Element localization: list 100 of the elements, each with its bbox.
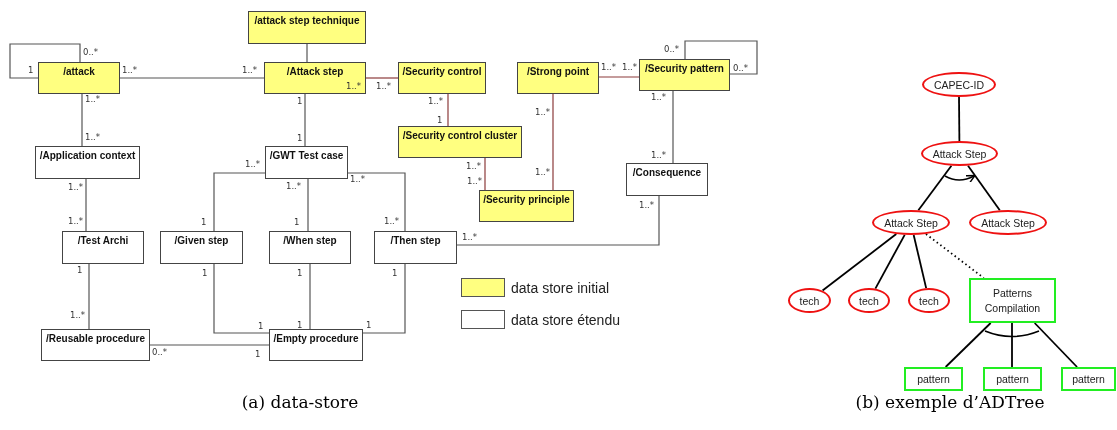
multiplicity: 1..* — [651, 151, 667, 160]
connector-line — [309, 263, 311, 330]
connector-line — [149, 344, 270, 346]
multiplicity: 1..* — [350, 175, 366, 184]
multiplicity: 1..* — [245, 160, 261, 169]
multiplicity: 1..* — [70, 311, 86, 320]
connector-line — [362, 263, 406, 334]
multiplicity: 1 — [202, 269, 208, 278]
connector-line — [672, 90, 674, 164]
class-box: /Reusable procedure — [41, 329, 150, 361]
class-box: /Security principle — [479, 190, 574, 222]
connector-line — [456, 195, 660, 246]
connector-line — [365, 77, 399, 79]
multiplicity: 1 — [392, 269, 398, 278]
multiplicity: 1 — [437, 116, 443, 125]
multiplicity: 1..* — [68, 217, 84, 226]
node-ellipse: Attack Step — [969, 210, 1047, 235]
class-box: /Strong point — [517, 62, 599, 94]
multiplicity: 1 — [258, 322, 264, 331]
class-box: /Empty procedure — [269, 329, 363, 361]
multiplicity: 1 — [77, 266, 83, 275]
multiplicity: 1..* — [651, 93, 667, 102]
multiplicity: 0..* — [733, 64, 749, 73]
connector-line — [9, 43, 81, 79]
class-box: /Consequence — [626, 163, 708, 196]
connector-line — [213, 263, 270, 334]
node-ellipse: Attack Step — [872, 210, 950, 235]
connector-line — [484, 157, 486, 191]
connector-line — [912, 234, 928, 289]
multiplicity: 0..* — [664, 45, 680, 54]
node-ellipse: CAPEC-ID — [922, 72, 996, 97]
multiplicity: 1..* — [535, 168, 551, 177]
connector-line — [447, 93, 449, 127]
connector-line — [306, 43, 308, 63]
multiplicity: 1 — [201, 218, 207, 227]
multiplicity: 0..* — [152, 348, 168, 357]
multiplicity: 1..* — [286, 182, 302, 191]
connector-line — [347, 172, 406, 232]
multiplicity: 1 — [297, 321, 303, 330]
multiplicity: 1..* — [428, 97, 444, 106]
connector-line — [684, 40, 758, 75]
class-box: /Then step — [374, 231, 457, 264]
multiplicity: 1..* — [462, 233, 478, 242]
multiplicity: 1..* — [122, 66, 138, 75]
connector-line — [213, 172, 266, 232]
multiplicity: 1..* — [639, 201, 655, 210]
multiplicity: 1 — [297, 269, 303, 278]
multiplicity: 1..* — [467, 177, 483, 186]
legend-label: data store initial — [511, 281, 610, 295]
pattern-box: Patterns Compilation — [969, 278, 1056, 323]
connector-line — [598, 76, 640, 78]
pattern-box: pattern — [1061, 367, 1116, 391]
class-box: /Security pattern — [639, 59, 730, 91]
node-ellipse: tech — [788, 288, 831, 313]
multiplicity: 1 — [255, 350, 261, 359]
connector-line — [85, 178, 87, 232]
multiplicity: 1..* — [242, 66, 258, 75]
multiplicity: 1 — [28, 66, 34, 75]
caption: (b) exemple d’ADTree — [855, 394, 1045, 411]
multiplicity: 1..* — [85, 133, 101, 142]
class-box: /Security control cluster — [398, 126, 522, 158]
multiplicity: 1..* — [622, 63, 638, 72]
connector-line — [874, 233, 906, 290]
multiplicity: 1..* — [85, 95, 101, 104]
connector-line — [917, 164, 953, 212]
pattern-box: pattern — [904, 367, 963, 391]
multiplicity: 1..* — [68, 183, 84, 192]
caption: (a) data-store — [241, 394, 359, 411]
class-box: /attack step technique — [248, 11, 366, 44]
multiplicity: 1..* — [601, 63, 617, 72]
class-box: /Application context — [35, 146, 140, 179]
class-box: /Test Archi — [62, 231, 144, 264]
connector-line — [967, 164, 1001, 212]
multiplicity: 1..* — [346, 82, 362, 91]
class-box: /Security control — [398, 62, 486, 94]
connector-line — [958, 96, 961, 142]
multiplicity: 1..* — [535, 108, 551, 117]
class-box: /GWT Test case — [265, 146, 348, 179]
node-ellipse: tech — [908, 288, 950, 313]
multiplicity: 1..* — [384, 217, 400, 226]
legend-label: data store étendu — [511, 313, 620, 327]
node-ellipse: tech — [848, 288, 890, 313]
connector-line — [88, 263, 90, 330]
connector-line — [944, 322, 992, 368]
connector-line — [1011, 322, 1013, 368]
connector-line — [1033, 322, 1078, 368]
class-box: /attack — [38, 62, 120, 94]
connector-line — [821, 233, 898, 292]
node-ellipse: Attack Step — [921, 141, 998, 166]
multiplicity: 1 — [366, 321, 372, 330]
connector-line — [307, 178, 309, 232]
connector-line — [81, 93, 83, 147]
class-box: /When step — [269, 231, 351, 264]
connector-line — [119, 77, 265, 79]
multiplicity: 1 — [297, 97, 303, 106]
class-box: /Given step — [160, 231, 243, 264]
multiplicity: 1..* — [466, 162, 482, 171]
connector-line — [552, 93, 554, 191]
connector-line — [925, 233, 985, 279]
multiplicity: 0..* — [83, 48, 99, 57]
